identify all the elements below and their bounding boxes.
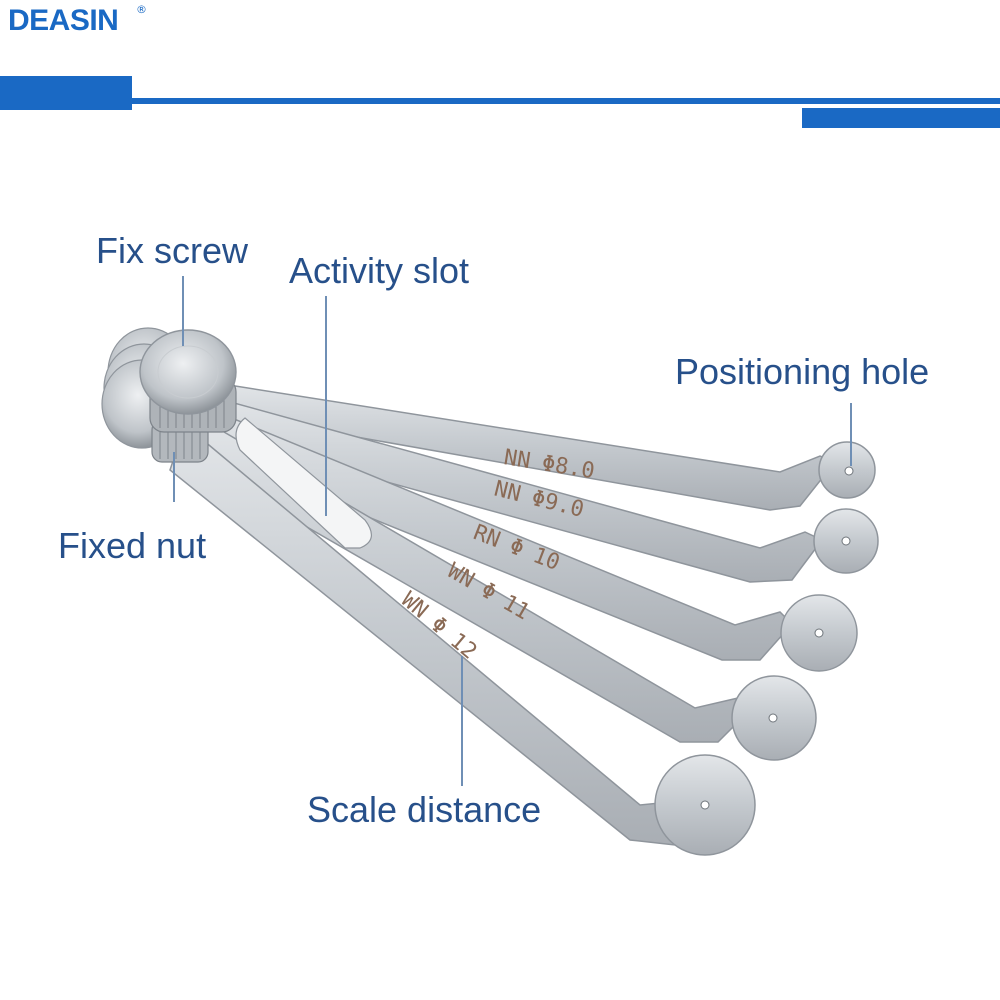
label-fix-screw: Fix screw — [96, 230, 248, 271]
activity-slot-cutout — [235, 417, 372, 549]
fix-screw — [139, 329, 237, 433]
label-activity-slot: Activity slot — [289, 250, 470, 291]
positioning-hole-9-0 — [841, 536, 851, 546]
label-positioning-hole: Positioning hole — [675, 351, 930, 392]
brand-name: DEASIN — [8, 4, 119, 37]
registered-mark: ® — [136, 3, 147, 16]
header-band-line — [132, 98, 1000, 104]
label-fixed-nut: Fixed nut — [58, 525, 207, 566]
positioning-hole-12 — [700, 800, 710, 810]
positioning-hole-10 — [814, 628, 824, 638]
label-scale-distance: Scale distance — [307, 789, 542, 830]
header-band-right — [802, 108, 1000, 128]
header-band-left — [0, 76, 132, 110]
positioning-hole-8-0 — [844, 466, 854, 476]
gauge-blade-12 — [169, 417, 756, 856]
positioning-hole-11 — [768, 713, 778, 723]
brand-logo: DEASIN — [8, 4, 119, 38]
